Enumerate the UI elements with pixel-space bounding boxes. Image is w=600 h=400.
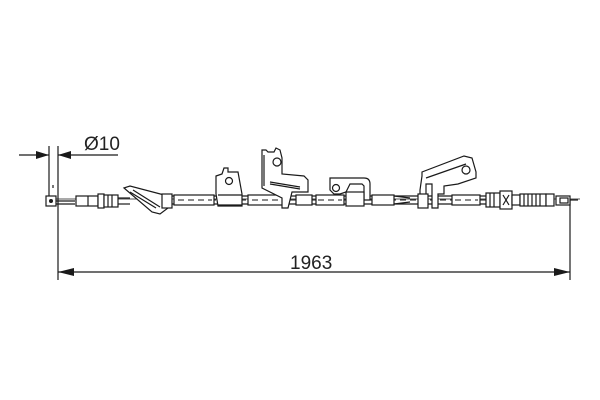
- arrow-right-icon: [36, 151, 49, 159]
- angled-guide-bracket: [122, 185, 173, 215]
- adjuster-fitting-right: [485, 190, 555, 210]
- angled-plate-bracket: [417, 155, 477, 209]
- sheath-segments: [173, 194, 481, 206]
- length-dimension: 1963: [58, 200, 571, 280]
- end-eyelet-left: [45, 185, 57, 207]
- end-fitting-right: [555, 195, 578, 206]
- diameter-dimension: Ø10: [19, 134, 120, 280]
- diameter-label: Ø10: [84, 134, 120, 155]
- length-label: 1963: [290, 253, 332, 274]
- end-fitting-left: [75, 193, 130, 209]
- arrow-left-icon: [58, 151, 71, 159]
- hooked-bracket: [329, 177, 371, 207]
- small-mounting-bracket: [215, 167, 243, 207]
- large-l-bracket: [261, 147, 309, 209]
- arrow-right-icon: [554, 268, 570, 276]
- arrow-left-icon: [58, 268, 74, 276]
